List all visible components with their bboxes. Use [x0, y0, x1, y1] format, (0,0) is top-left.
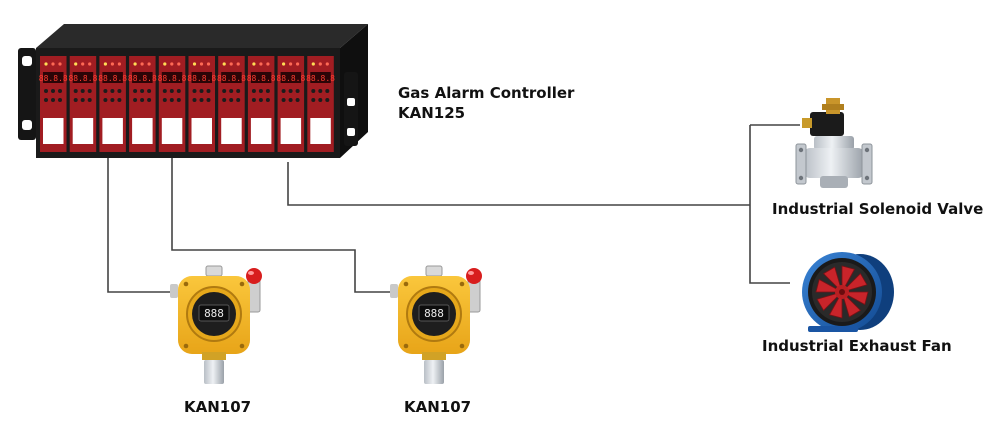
valve-label: Industrial Solenoid Valve [772, 200, 983, 218]
channel-display: 88.8.8 [158, 74, 187, 83]
channel-module: 88.8.8 [306, 56, 335, 152]
controller-model: KAN125 [398, 104, 465, 122]
detector-2-label: KAN107 [404, 398, 471, 416]
channel-display: 88.8.8 [276, 74, 305, 83]
channel-module: 88.8.8 [39, 56, 68, 152]
gas-detector-1: 888 [170, 265, 262, 384]
channel-display: 88.8.8 [247, 74, 276, 83]
channel-module: 88.8.8 [247, 56, 276, 152]
channel-module: 88.8.8 [128, 56, 157, 152]
wire-to-outputs [287, 162, 750, 206]
channel-module: 88.8.8 [98, 56, 127, 152]
fan-label: Industrial Exhaust Fan [762, 337, 952, 355]
wire-trunk [749, 125, 790, 284]
channel-module: 88.8.8 [158, 56, 187, 152]
gas-detector-2: 888 [390, 265, 482, 384]
wiring-lines [107, 124, 800, 293]
channel-display: 88.8.8 [128, 74, 157, 83]
channel-module: 88.8.8 [276, 56, 305, 152]
detector-display: 888 [424, 307, 444, 320]
controller-top [36, 24, 368, 48]
channel-display: 88.8.8 [217, 74, 246, 83]
fan-blades [815, 265, 869, 319]
wire-to-detector-1 [107, 145, 180, 293]
rack-ear-left [18, 48, 36, 140]
channel-display: 88.8.8 [68, 74, 97, 83]
rack-ear-right [344, 72, 358, 146]
controller-title: Gas Alarm Controller [398, 84, 575, 102]
wire-to-detector-2 [171, 145, 400, 293]
detector-1-label: KAN107 [184, 398, 251, 416]
channel-display: 88.8.8 [39, 74, 68, 83]
channel-display: 88.8.8 [187, 74, 216, 83]
detector-display: 888 [204, 307, 224, 320]
channel-module: 88.8.8 [187, 56, 216, 152]
channel-module: 88.8.8 [68, 56, 98, 152]
channel-display: 88.8.8 [98, 74, 127, 83]
solenoid-valve [795, 98, 873, 188]
exhaust-fan [802, 252, 894, 332]
channel-module: 88.8.8 [217, 56, 246, 152]
channel-display: 88.8.8 [306, 74, 335, 83]
